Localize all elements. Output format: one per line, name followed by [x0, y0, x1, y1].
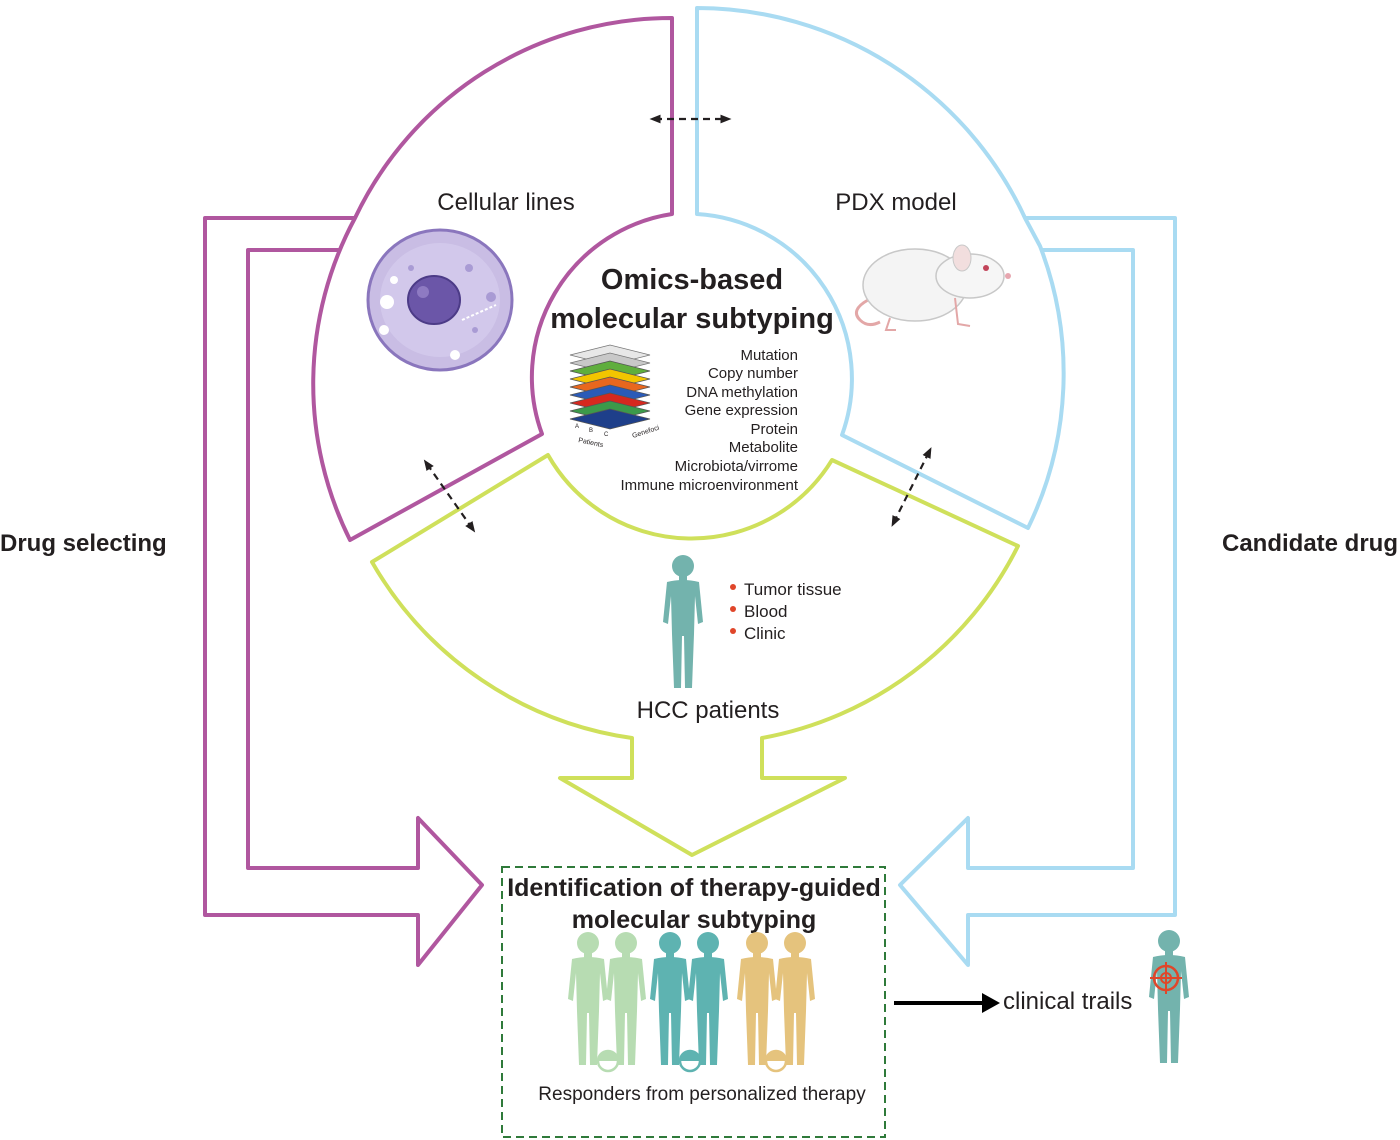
trial-patient-figure [1149, 930, 1189, 1063]
omics-figure-label-a: A [575, 424, 579, 430]
drug-selecting-label: Drug selecting [0, 530, 167, 557]
omics-type-list: Mutation Copy number DNA methylation Gen… [620, 347, 798, 494]
result-title-line1: Identification of therapy-guided [507, 874, 881, 902]
omics-title-line1: Omics-based [601, 264, 783, 296]
responder-figure-group3 [775, 932, 815, 1065]
responder-figure-group3 [737, 932, 777, 1065]
omics-type: Gene expression [685, 402, 798, 419]
capsule-icon [596, 1049, 620, 1073]
omics-title-line2: molecular subtyping [550, 303, 834, 335]
subtype-groups [568, 932, 815, 1065]
target-icon [1150, 962, 1182, 994]
hcc-patients-label: HCC patients [637, 697, 780, 724]
sample-dot [730, 606, 736, 612]
omics-type: DNA methylation [686, 384, 798, 401]
clinical-trials-label: clinical trails [1003, 988, 1132, 1015]
omics-figure-label-patients: Patients [578, 437, 605, 449]
drug-selecting-arrow [203, 216, 484, 967]
sample-dot [730, 628, 736, 634]
pdx-model-label: PDX model [835, 189, 956, 216]
responder-figure-group1 [568, 932, 608, 1065]
patient-figure [663, 555, 703, 688]
result-box [501, 866, 886, 1138]
omics-figure-label-c: C [604, 432, 609, 438]
responders-caption: Responders from personalized therapy [538, 1084, 866, 1105]
cell-lines-sector [311, 15, 674, 542]
capsule-icon [764, 1049, 788, 1073]
omics-type: Protein [750, 421, 798, 438]
candidate-drug-label: Candidate drug [1222, 530, 1398, 557]
candidate-drug-arrow [898, 216, 1177, 967]
omics-figure-label-b: B [589, 428, 593, 434]
result-title-line2: molecular subtyping [572, 906, 816, 934]
omics-figure-label-genefoci: Genefoci [631, 424, 660, 439]
omics-type: Copy number [708, 365, 798, 382]
sample-item: Clinic [744, 624, 786, 643]
patients-sector [370, 453, 1020, 857]
sample-list: Tumor tissue Blood Clinic [730, 580, 842, 643]
link-arrow-right [891, 447, 932, 527]
responder-figure-group2 [688, 932, 728, 1065]
omics-type: Microbiota/virrome [675, 458, 798, 475]
cell-illustration [366, 228, 514, 372]
capsule-icon [678, 1049, 702, 1073]
omics-type: Immune microenvironment [620, 477, 798, 494]
sample-dot [730, 584, 736, 590]
responder-figure-group2 [650, 932, 690, 1065]
omics-type: Mutation [740, 347, 798, 364]
cell-lines-label: Cellular lines [437, 189, 574, 216]
link-arrow-left [423, 459, 476, 533]
trials-arrowhead [982, 993, 1000, 1013]
drug-capsules [596, 1049, 788, 1073]
sample-item: Blood [744, 602, 787, 621]
omics-type: Metabolite [729, 439, 798, 456]
pdx-sector [695, 6, 1066, 530]
omics-layers-figure: A B C Patients Genefoci [569, 344, 661, 449]
responder-figure-group1 [606, 932, 646, 1065]
sample-item: Tumor tissue [744, 580, 842, 599]
rat-illustration [854, 244, 1011, 331]
